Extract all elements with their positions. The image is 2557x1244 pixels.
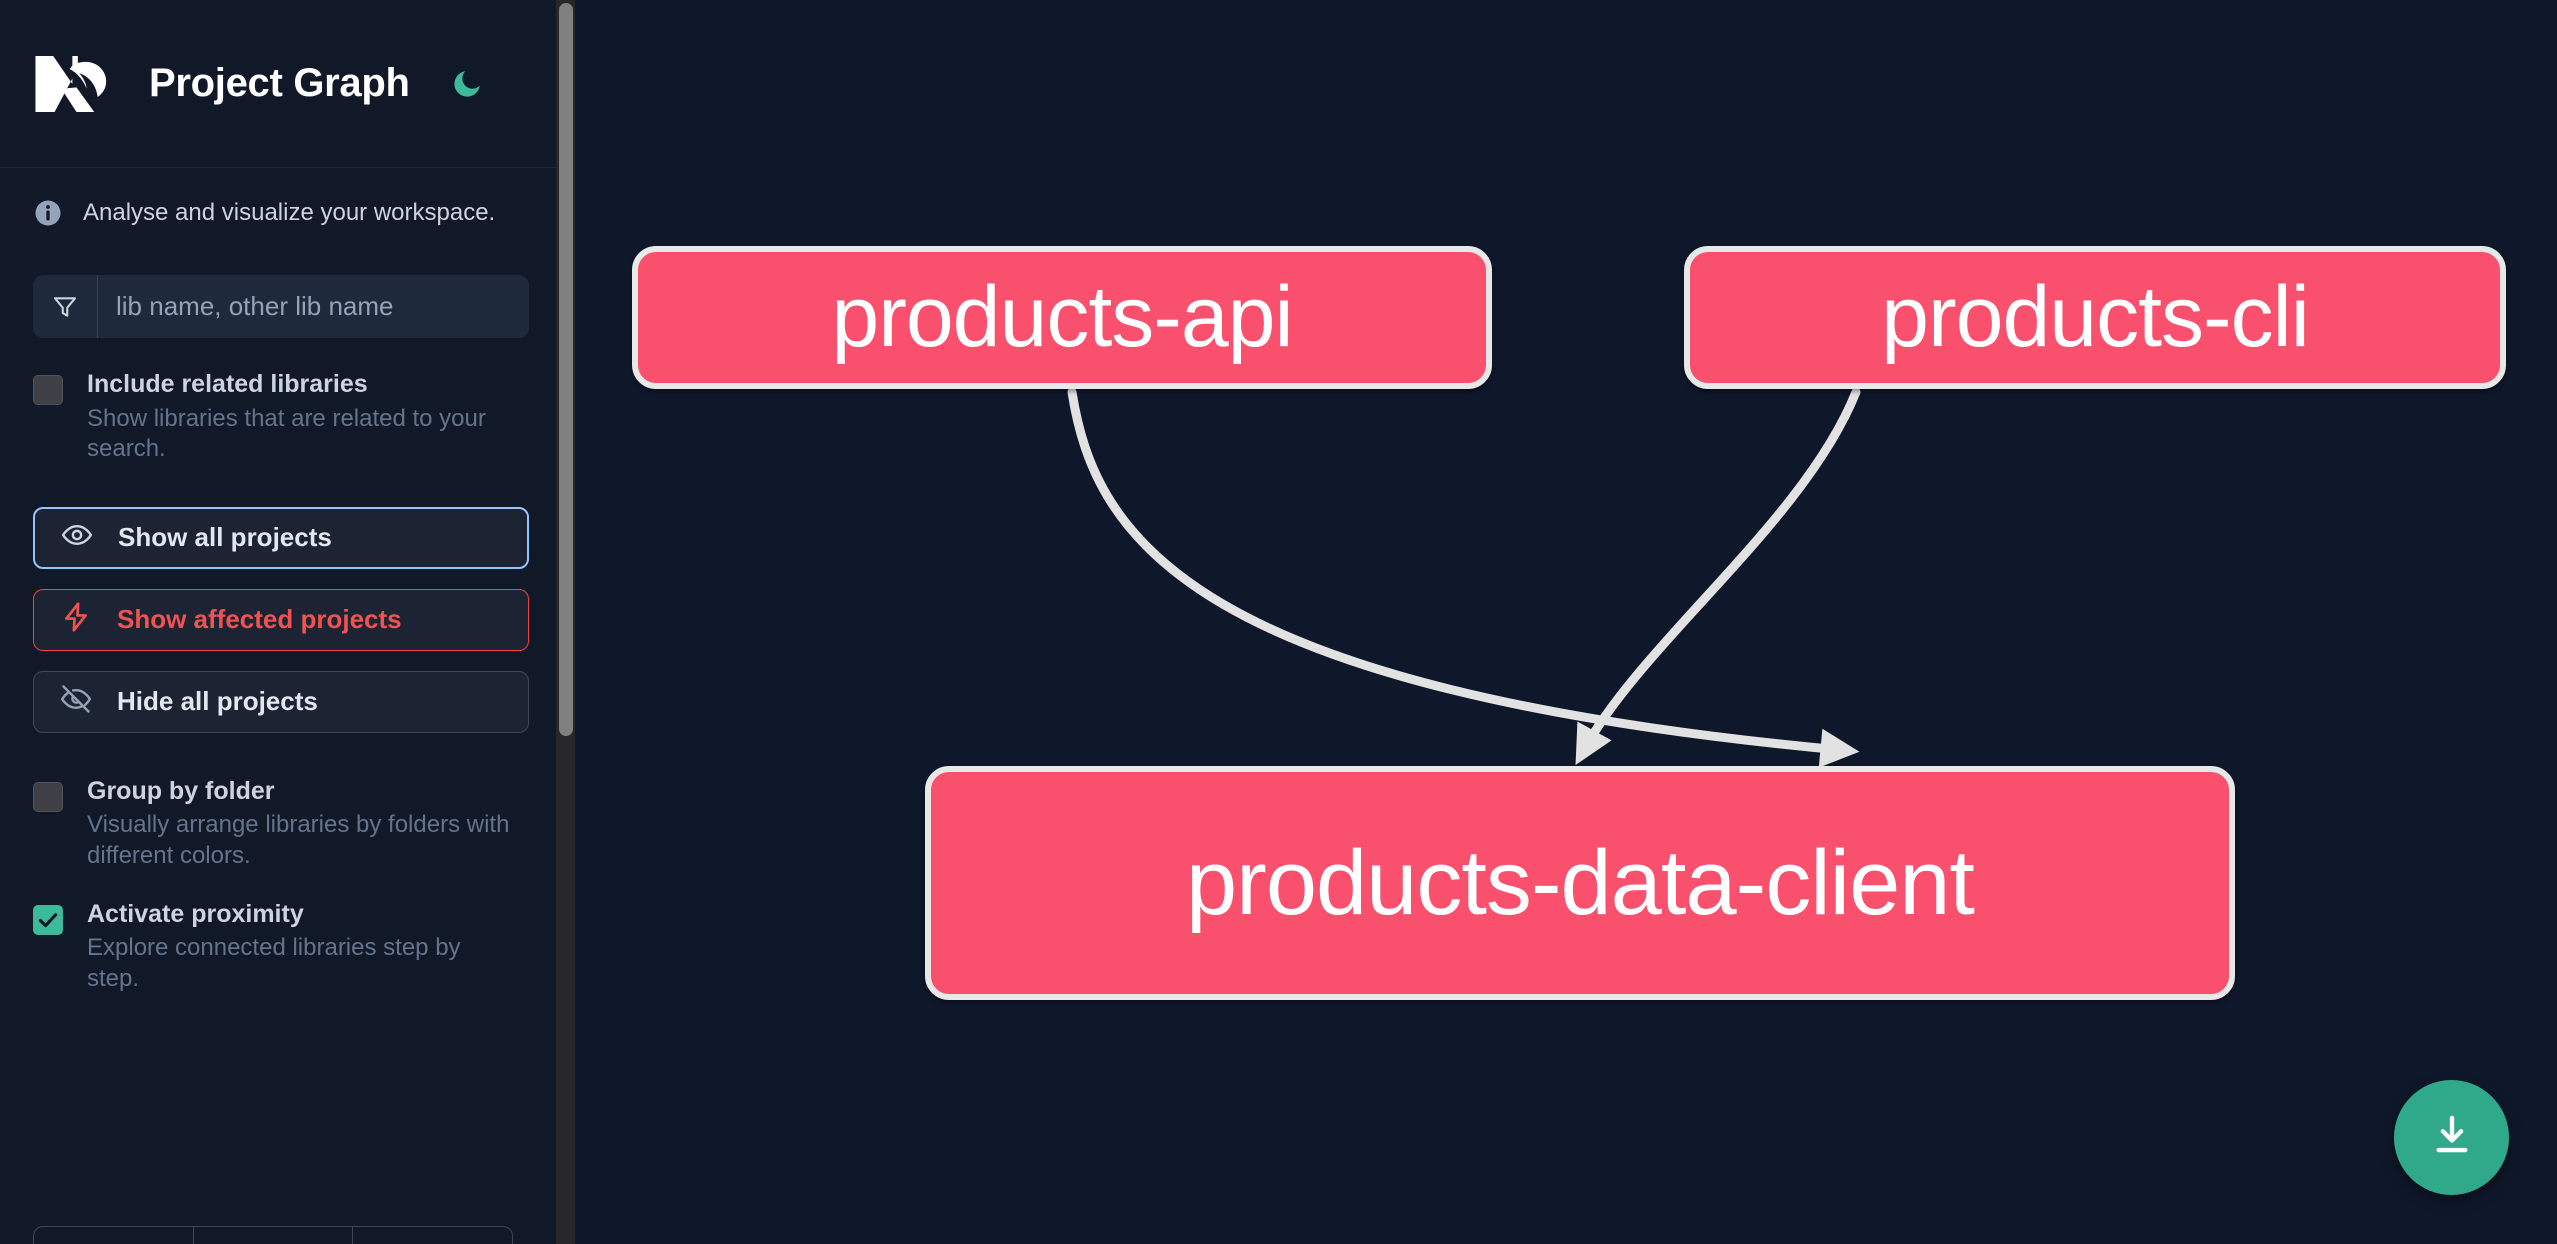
checkbox-include-related-libraries[interactable]: Include related libraries Show libraries… [0, 370, 559, 465]
checkbox-label: Group by folder [87, 776, 275, 805]
eye-icon [61, 519, 93, 556]
show-affected-projects-label: Show affected projects [117, 604, 402, 635]
checkbox-description: Explore connected libraries step by step… [87, 934, 461, 993]
moon-icon[interactable] [446, 63, 488, 105]
checkbox-box[interactable] [33, 904, 63, 935]
node-label: products-api [831, 269, 1293, 365]
checkbox-activate-proximity[interactable]: Activate proximity Explore connected lib… [0, 900, 559, 995]
download-image-button[interactable] [2394, 1080, 2509, 1195]
segment-1[interactable] [34, 1227, 194, 1244]
checkbox-box[interactable] [33, 781, 63, 812]
filter-icon[interactable] [33, 275, 98, 338]
show-all-projects-label: Show all projects [118, 522, 332, 553]
sidebar-header: Project Graph [0, 0, 559, 168]
graph-node-products-api[interactable]: products-api [632, 246, 1492, 389]
node-label: products-cli [1881, 269, 2310, 365]
hide-all-projects-button[interactable]: Hide all projects [33, 670, 529, 733]
info-icon [33, 198, 63, 228]
search-input[interactable] [98, 275, 529, 338]
checkbox-description: Show libraries that are related to your … [87, 404, 486, 463]
graph-node-products-data-client[interactable]: products-data-client [925, 766, 2235, 1000]
hide-all-projects-label: Hide all projects [117, 686, 318, 717]
graph-node-products-cli[interactable]: products-cli [1684, 246, 2506, 389]
edge-products-api-to-products-data-client [1067, 387, 1860, 768]
checkbox-label: Activate proximity [87, 899, 304, 928]
search-field-wrapper [33, 275, 529, 338]
tagline-text: Analyse and visualize your workspace. [83, 199, 496, 226]
page-title: Project Graph [149, 61, 410, 105]
segmented-control[interactable] [33, 1226, 513, 1244]
graph-edges-visible [1067, 387, 1861, 768]
sidebar-scrollbar-thumb[interactable] [559, 3, 573, 736]
checkbox-group-by-folder[interactable]: Group by folder Visually arrange librari… [0, 777, 559, 872]
project-graph-canvas[interactable]: products-api products-cli products-data-… [575, 0, 2557, 1244]
checkbox-description: Visually arrange libraries by folders wi… [87, 811, 510, 870]
show-all-projects-button[interactable]: Show all projects [33, 506, 529, 569]
sidebar-scrollbar-track[interactable] [556, 0, 575, 1244]
checkbox-box[interactable] [33, 375, 63, 405]
show-affected-projects-button[interactable]: Show affected projects [33, 588, 529, 651]
sidebar-tagline: Analyse and visualize your workspace. [0, 168, 559, 228]
node-label: products-data-client [1186, 831, 1975, 934]
download-icon [2427, 1110, 2477, 1165]
eye-off-icon [60, 683, 92, 720]
edge-products-cli-to-products-data-client [1575, 387, 1861, 766]
checkbox-label: Include related libraries [87, 370, 368, 398]
lightning-icon [60, 601, 92, 638]
nx-logo [30, 53, 112, 115]
segment-2[interactable] [194, 1227, 354, 1244]
segment-3[interactable] [353, 1227, 512, 1244]
sidebar: Project Graph Analyse and visualize yo [0, 0, 575, 1244]
project-visibility-buttons: Show all projects Show affected projects [33, 506, 529, 733]
